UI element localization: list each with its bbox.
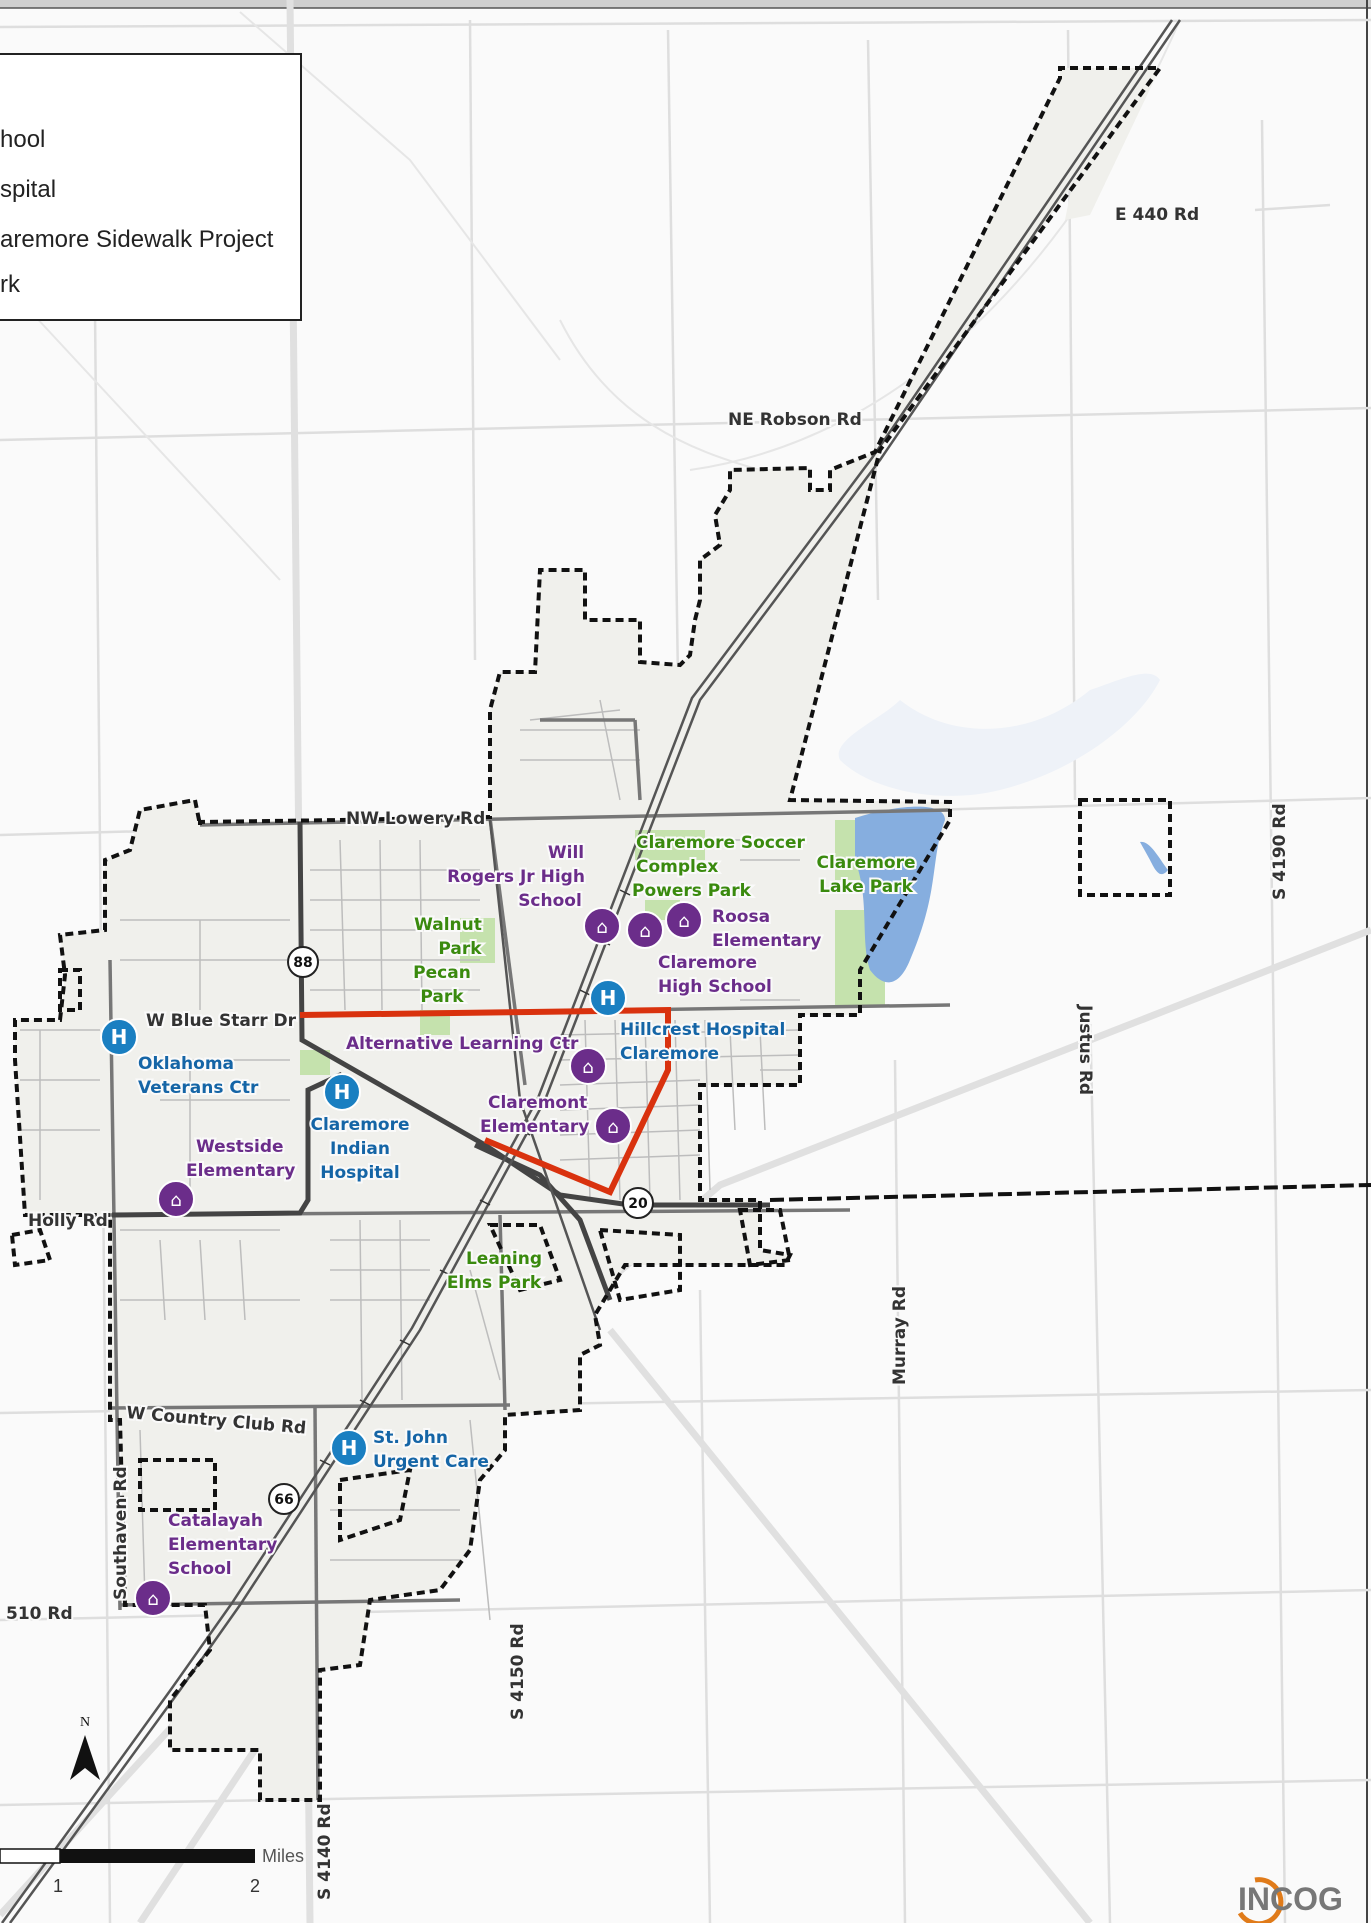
school-icons bbox=[134, 901, 703, 1617]
svg-text:H: H bbox=[341, 1436, 358, 1460]
svg-text:Park: Park bbox=[438, 939, 482, 959]
shield-20: 20 bbox=[628, 1196, 648, 1212]
sidewalk-project-route bbox=[299, 1006, 671, 1196]
school-icon bbox=[665, 901, 703, 939]
label-s4150: S 4150 Rd bbox=[508, 1623, 528, 1720]
label-claremore-high: Claremore bbox=[658, 953, 757, 973]
svg-text:Hospital: Hospital bbox=[320, 1163, 399, 1183]
svg-text:⌂: ⌂ bbox=[607, 1117, 618, 1138]
school-icon bbox=[157, 1180, 195, 1218]
svg-text:⌂: ⌂ bbox=[147, 1589, 158, 1610]
label-nw-lowery: NW Lowery Rd bbox=[346, 809, 485, 829]
svg-text:Elementary: Elementary bbox=[712, 931, 821, 951]
svg-text:⌂: ⌂ bbox=[596, 917, 607, 938]
label-e440: E 440 Rd bbox=[1115, 205, 1199, 225]
label-oklahoma-vets: Oklahoma bbox=[138, 1054, 234, 1074]
label-alt-learning: Alternative Learning Ctr bbox=[346, 1034, 579, 1054]
label-510: 510 Rd bbox=[6, 1604, 73, 1624]
regional-roads bbox=[0, 18, 1371, 1923]
north-arrow: N bbox=[70, 1715, 100, 1780]
svg-text:INCOG: INCOG bbox=[1238, 1881, 1343, 1917]
svg-text:High School: High School bbox=[658, 977, 772, 997]
label-st-john: St. John bbox=[373, 1428, 448, 1448]
shield-66: 66 bbox=[274, 1492, 293, 1508]
scale-tick-1: 1 bbox=[53, 1876, 63, 1896]
boundary-islands bbox=[9, 798, 1172, 1543]
hospital-icon bbox=[323, 1073, 361, 1111]
legend-school: hool bbox=[0, 126, 46, 153]
scale-tick-2: 2 bbox=[250, 1876, 260, 1896]
north-label: N bbox=[80, 1715, 90, 1730]
label-justus: Justus Rd bbox=[1075, 1004, 1095, 1095]
svg-text:Elementary: Elementary bbox=[168, 1535, 277, 1555]
legend-sidewalk-project: aremore Sidewalk Project bbox=[0, 226, 274, 253]
svg-text:Park: Park bbox=[420, 987, 464, 1007]
label-powers: Powers Park bbox=[632, 881, 752, 901]
hospital-icon bbox=[330, 1429, 368, 1467]
legend-park: rk bbox=[0, 271, 20, 298]
school-icon bbox=[583, 907, 621, 945]
label-claremore-indian: Claremore bbox=[311, 1115, 410, 1135]
svg-text:H: H bbox=[111, 1025, 128, 1049]
label-murray: Murray Rd bbox=[890, 1286, 910, 1385]
svg-text:Claremore: Claremore bbox=[620, 1044, 719, 1064]
svg-text:H: H bbox=[600, 986, 617, 1010]
school-icon bbox=[594, 1107, 632, 1145]
svg-text:H: H bbox=[334, 1080, 351, 1104]
svg-text:Elementary: Elementary bbox=[480, 1117, 589, 1137]
scale-unit: Miles bbox=[262, 1846, 304, 1866]
label-s4190: S 4190 Rd bbox=[1270, 803, 1290, 900]
map-legend: hool spital aremore Sidewalk Project rk bbox=[0, 53, 302, 321]
incog-logo: INCOG bbox=[1237, 1877, 1343, 1923]
school-icon bbox=[569, 1047, 607, 1085]
city-boundary bbox=[13, 66, 1164, 1802]
label-soccer: Claremore Soccer bbox=[636, 833, 806, 853]
svg-text:Lake Park: Lake Park bbox=[819, 877, 913, 897]
hospital-icons: H H H H bbox=[100, 979, 627, 1467]
hospital-icon bbox=[100, 1018, 138, 1056]
svg-text:Indian: Indian bbox=[330, 1139, 390, 1159]
svg-text:Urgent Care: Urgent Care bbox=[373, 1452, 489, 1472]
label-pecan: Pecan bbox=[413, 963, 471, 983]
local-streets bbox=[20, 699, 801, 1621]
label-lake-park: Claremore bbox=[817, 853, 916, 873]
svg-text:Veterans Ctr: Veterans Ctr bbox=[138, 1078, 259, 1098]
svg-text:⌂: ⌂ bbox=[678, 911, 689, 932]
label-ne-robson: NE Robson Rd bbox=[728, 410, 862, 430]
label-hillcrest: Hillcrest Hospital bbox=[620, 1020, 785, 1040]
shield-88: 88 bbox=[293, 955, 312, 971]
label-walnut: Walnut bbox=[414, 915, 482, 935]
label-claremont: Claremont bbox=[488, 1093, 587, 1113]
svg-text:School: School bbox=[168, 1559, 232, 1579]
svg-text:Elms Park: Elms Park bbox=[447, 1273, 542, 1293]
scale-bar: 1 2 Miles bbox=[0, 1846, 304, 1896]
school-icon bbox=[626, 911, 664, 949]
legend-hospital: spital bbox=[0, 176, 57, 203]
label-holly: Holly Rd bbox=[28, 1211, 108, 1231]
top-border bbox=[0, 0, 1371, 8]
label-southaven: Southaven Rd bbox=[111, 1466, 131, 1600]
label-leaning-elms: Leaning bbox=[466, 1249, 542, 1269]
svg-text:⌂: ⌂ bbox=[170, 1190, 181, 1211]
hospital-icon bbox=[589, 979, 627, 1017]
svg-text:Rogers Jr High: Rogers Jr High bbox=[447, 867, 585, 887]
svg-text:⌂: ⌂ bbox=[639, 921, 650, 942]
label-will-rogers: Will bbox=[548, 843, 584, 863]
svg-text:School: School bbox=[518, 891, 582, 911]
highway-shields: 88 20 66 bbox=[268, 946, 654, 1515]
label-catalayah: Catalayah bbox=[168, 1511, 263, 1531]
label-westside: Westside bbox=[196, 1137, 284, 1157]
svg-text:Elementary: Elementary bbox=[186, 1161, 295, 1181]
svg-text:⌂: ⌂ bbox=[582, 1057, 593, 1078]
school-icon bbox=[134, 1579, 172, 1617]
label-roosa: Roosa bbox=[712, 907, 770, 927]
svg-text:Complex: Complex bbox=[636, 857, 718, 877]
boundary-east bbox=[769, 1183, 1371, 1202]
label-s4140: S 4140 Rd bbox=[315, 1803, 335, 1900]
label-w-blue-starr: W Blue Starr Dr bbox=[146, 1011, 297, 1031]
